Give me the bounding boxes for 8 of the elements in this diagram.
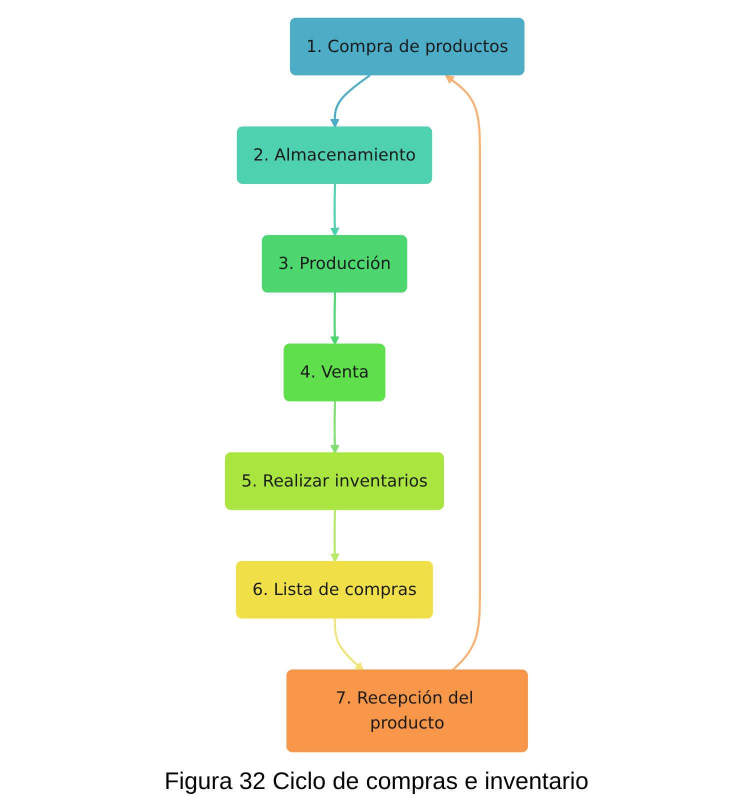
arrow <box>330 292 340 346</box>
arrow <box>334 618 364 672</box>
arrow <box>445 74 481 672</box>
arrow <box>330 401 340 454</box>
arrow <box>330 510 340 562</box>
arrow <box>330 74 371 128</box>
arrow <box>330 184 340 237</box>
figure-caption: Figura 32 Ciclo de compras e inventario <box>164 768 589 796</box>
